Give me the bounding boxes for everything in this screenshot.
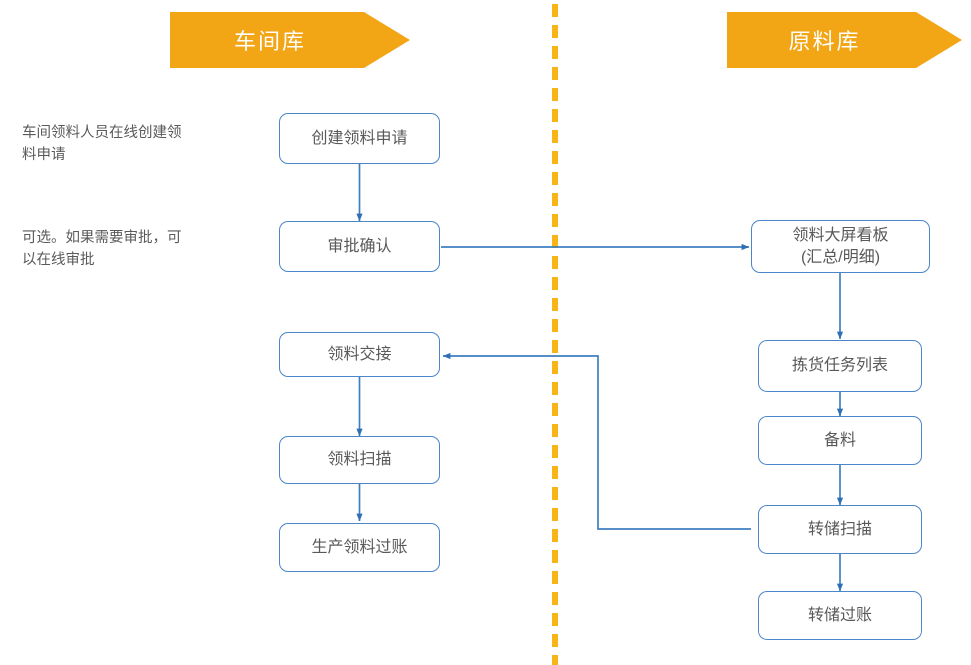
note-create-request: 车间领料人员在线创建领 料申请 [22,125,182,163]
node-material-handover[interactable]: 领料交接 [279,332,440,377]
node-transfer-scan[interactable]: 转储扫描 [758,505,922,554]
node-prepare-material[interactable]: 备料 [758,416,922,465]
edge-transferscan-to-handover [442,352,751,530]
lane-divider [552,4,558,665]
node-material-scan[interactable]: 领料扫描 [279,436,440,484]
lane-banner-material: 原料库 [727,12,962,68]
node-create-request[interactable]: 创建领料申请 [279,113,440,164]
node-production-posting[interactable]: 生产领料过账 [279,523,440,572]
lane-banner-workshop-label: 车间库 [233,29,306,54]
lane-banner-workshop: 车间库 [170,12,410,68]
node-approval-confirm[interactable]: 审批确认 [279,221,440,272]
node-transfer-posting[interactable]: 转储过账 [758,591,922,640]
note-approval: 可选。如果需要审批，可 以在线审批 [22,230,182,268]
node-picking-task-list[interactable]: 拣货任务列表 [758,340,922,392]
node-material-dashboard[interactable]: 领料大屏看板 (汇总/明细) [751,220,930,273]
lane-banner-material-label: 原料库 [788,29,861,54]
